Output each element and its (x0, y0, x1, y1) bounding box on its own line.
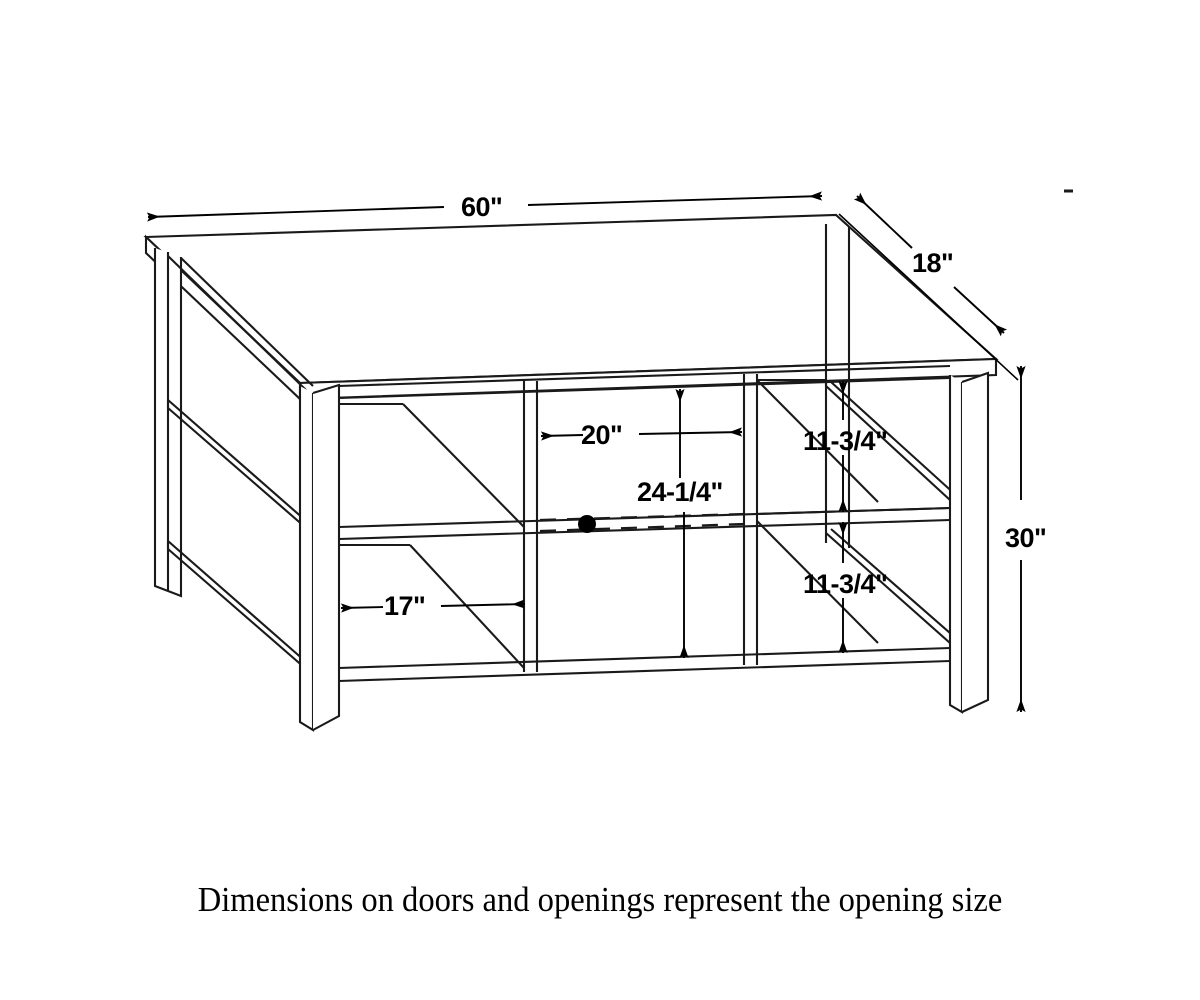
drawer-knob-dot (578, 515, 596, 533)
dimension-left-width-17 (340, 599, 526, 613)
leg-front-left (298, 383, 341, 732)
dimension-label-center-height: 24-1/4" (637, 477, 723, 507)
dimension-width-60 (146, 191, 823, 222)
leg-front-right (948, 371, 990, 714)
left-side-panel-rails (166, 255, 314, 676)
dimension-label-right-upper: 11-3/4" (803, 426, 887, 456)
divider-right (742, 374, 759, 665)
front-top-rail (338, 364, 951, 400)
right-bay-interior (756, 378, 879, 644)
left-bay-interior (339, 402, 525, 669)
dimension-center-height-24 (675, 389, 689, 658)
dimension-label-left-width: 17" (384, 591, 425, 621)
dimension-label-right-lower: 11-3/4" (803, 569, 887, 599)
divider-left (522, 381, 539, 672)
dimension-depth-18 (838, 192, 1019, 381)
right-bay-shelf-line (756, 506, 951, 516)
bottom-shelf (338, 646, 951, 683)
dimension-label-depth: 18" (912, 248, 953, 278)
dimension-label-center-width: 20" (581, 420, 622, 450)
right-side-panel-rails (825, 381, 959, 644)
dimension-label-width: 60" (461, 192, 502, 222)
dimension-center-width-20 (540, 427, 743, 441)
diagram-caption: Dimensions on doors and openings represe… (197, 880, 1003, 919)
middle-shelf (338, 506, 951, 541)
hidden-shelf-dashed (539, 512, 745, 533)
dimension-label-height: 30" (1005, 523, 1046, 553)
table-top-slab (143, 213, 999, 402)
leg-back-left (153, 248, 183, 598)
